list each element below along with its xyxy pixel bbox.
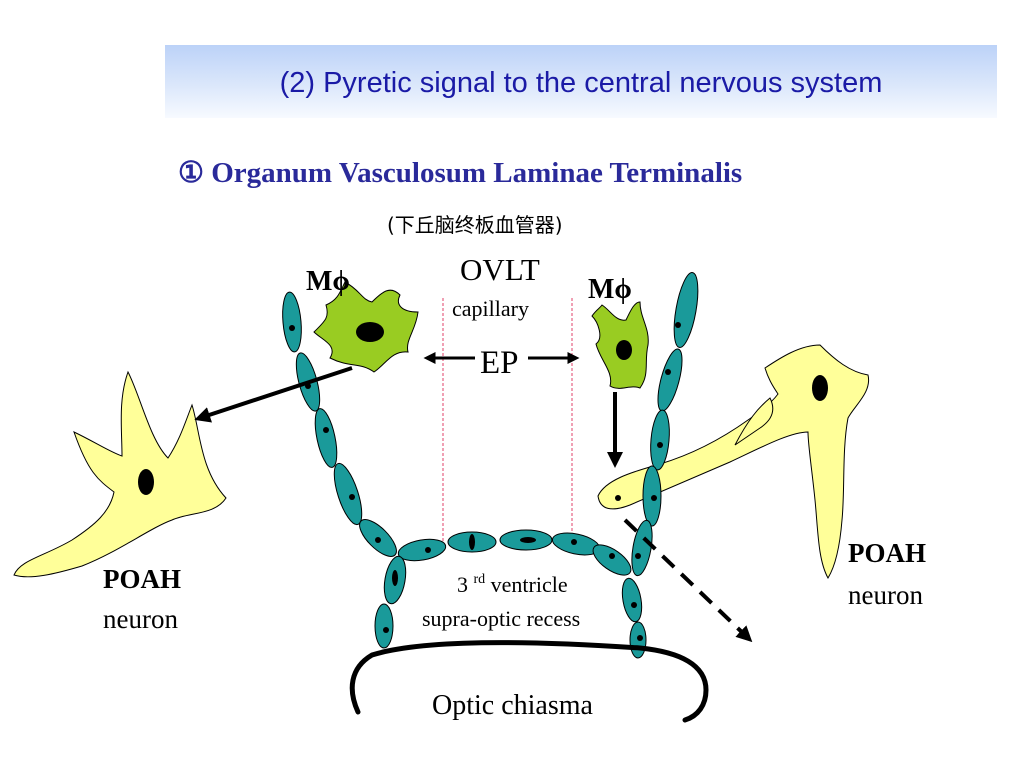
optic-chiasma-outline (349, 640, 709, 723)
endothelial-floor (397, 529, 632, 576)
subtitle: ① Organum Vasculosum Laminae Terminalis (178, 155, 742, 190)
macrophage-left-label: Mϕ (306, 266, 350, 297)
poah-neuron-right-dot (615, 495, 621, 501)
poah-right-label: POAH (848, 538, 926, 568)
capillary-label: capillary (452, 296, 529, 321)
ventricle-word: ventricle (491, 572, 568, 597)
subtitle-text: Organum Vasculosum Laminae Terminalis (211, 157, 743, 189)
poah-neuron-left (13, 370, 227, 578)
title-bar: (2) Pyretic signal to the central nervou… (165, 45, 997, 118)
neuron-right-label: neuron (848, 580, 923, 610)
subtitle-marker: ① (178, 157, 204, 189)
macrophage-right-label: Mϕ (588, 274, 632, 305)
ventricle-label: 3 rd ventricle (457, 563, 568, 597)
macrophage-left-nucleus (356, 322, 384, 342)
ventricle-number: 3 (457, 572, 468, 597)
slide-title: (2) Pyretic signal to the central nervou… (279, 67, 883, 99)
poah-left-label: POAH (103, 564, 181, 594)
poah-neuron-right (597, 344, 870, 579)
dashed-arrow-out (623, 518, 753, 643)
recess-label: supra-optic recess (422, 606, 580, 631)
endothelial-wall-right (631, 272, 699, 577)
ep-label: EP (480, 345, 519, 381)
neuron-left-label: neuron (103, 604, 178, 634)
chinese-name: (下丘脑终板血管器) (387, 213, 563, 237)
ovlt-label: OVLT (460, 252, 540, 287)
poah-neuron-right-nucleus (812, 375, 828, 401)
arrow-to-left-neuron (194, 366, 353, 423)
ventricle-superscript: rd (474, 572, 486, 587)
poah-neuron-left-nucleus (138, 469, 154, 495)
poah-neuron-right-dendrite (734, 397, 774, 446)
optic-chiasma-label: Optic chiasma (432, 690, 594, 721)
macrophage-right-nucleus (616, 340, 632, 360)
